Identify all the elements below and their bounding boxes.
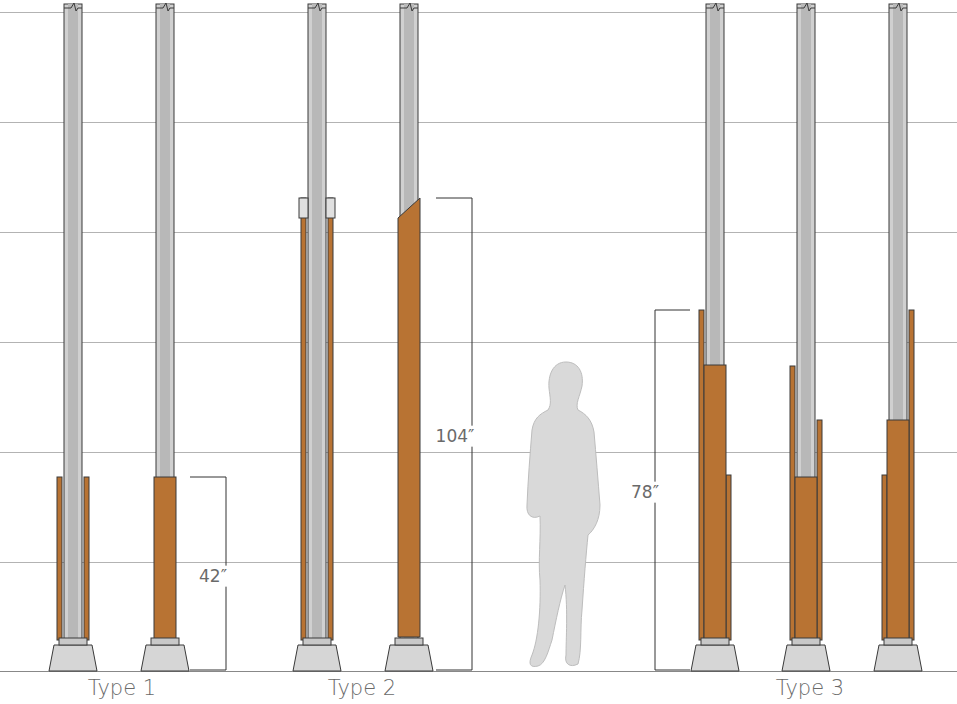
break-mark: [797, 3, 815, 11]
side-panel: [57, 477, 62, 640]
break-mark: [64, 3, 82, 11]
person-silhouette: [527, 362, 600, 667]
side-panel: [328, 198, 333, 640]
post-wrap: [704, 365, 726, 640]
post-wrap: [887, 420, 909, 640]
side-panel: [726, 475, 731, 640]
side-panel: [909, 310, 914, 640]
dimension-brackets: [190, 198, 690, 670]
post-wrap: [154, 477, 176, 640]
mount-bracket: [326, 198, 335, 218]
break-mark: [308, 3, 326, 11]
side-panel: [882, 475, 887, 640]
type-label: Type 1: [88, 677, 156, 700]
dimension-label: 78″: [629, 482, 661, 503]
side-panel: [790, 366, 795, 640]
dimension-label: 104″: [434, 426, 477, 447]
type-label: Type 3: [776, 677, 844, 700]
break-mark: [156, 3, 174, 11]
mount-bracket: [299, 198, 308, 218]
side-panel: [817, 420, 822, 640]
post: [64, 4, 82, 640]
break-mark: [889, 3, 907, 11]
post: [308, 4, 326, 640]
base-plate: [59, 638, 87, 645]
base-plate: [701, 638, 729, 645]
posts: [49, 3, 922, 671]
type-label: Type 2: [328, 677, 396, 700]
base-plate: [884, 638, 912, 645]
post-wrap: [795, 477, 817, 640]
base-plate: [792, 638, 820, 645]
side-panel: [84, 477, 89, 640]
post-base: [691, 645, 739, 671]
base-plate: [395, 638, 423, 645]
break-mark: [400, 3, 418, 11]
side-panel: [301, 198, 306, 640]
break-mark: [706, 3, 724, 11]
dimension-label: 42″: [197, 566, 229, 587]
base-plate: [151, 638, 179, 645]
side-panel: [699, 310, 704, 640]
post-base: [782, 645, 830, 671]
post-shade: [68, 4, 78, 640]
base-plate: [303, 638, 331, 645]
post-base: [874, 645, 922, 671]
post-base: [141, 645, 189, 671]
post-base: [385, 645, 433, 671]
post-shade: [312, 4, 322, 640]
post-wrap: [398, 198, 420, 637]
post-base: [293, 645, 341, 671]
post-base: [49, 645, 97, 671]
